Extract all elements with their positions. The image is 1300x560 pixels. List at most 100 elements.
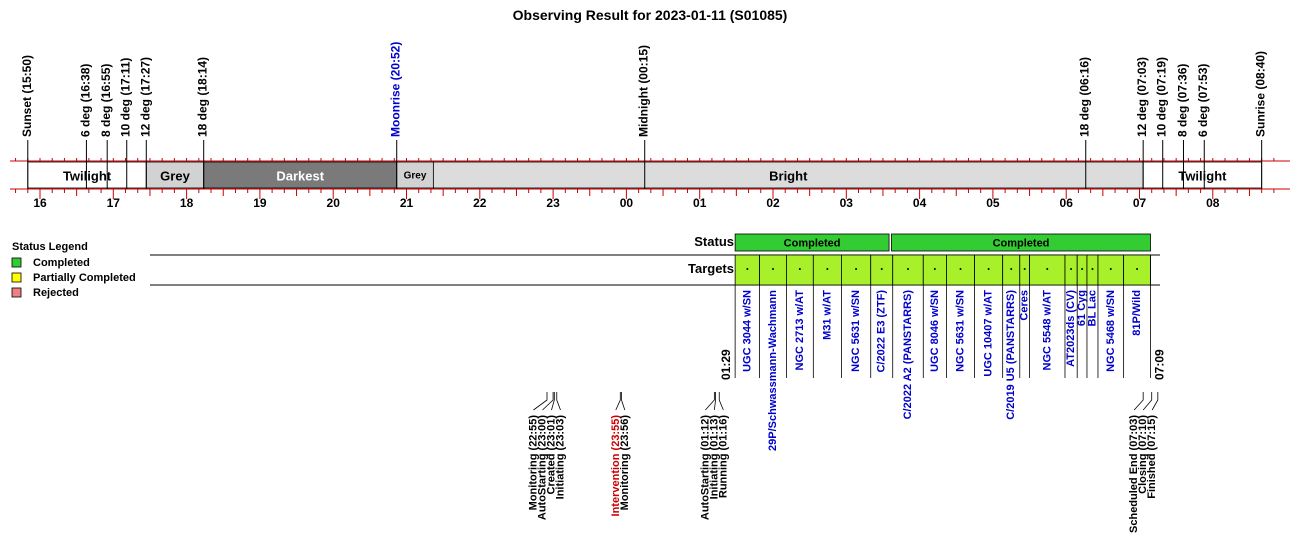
hour-tick-label: 23	[546, 196, 560, 210]
hour-tick-label: 21	[400, 196, 414, 210]
sky-segment	[145, 161, 205, 189]
hour-tick-label: 05	[986, 196, 1000, 210]
hour-tick-label: 03	[840, 196, 854, 210]
hour-tick-label: 04	[913, 196, 927, 210]
target-name: NGC 5631 w/SN	[850, 290, 862, 372]
target-marker	[855, 268, 858, 270]
sky-segment-label: Darkest	[276, 169, 324, 184]
target-marker	[906, 268, 909, 270]
target-name: BL Lac	[1086, 290, 1098, 326]
target-marker	[746, 268, 749, 270]
legend-item-label: Rejected	[33, 287, 79, 299]
target-marker	[1023, 268, 1026, 270]
target-block	[974, 254, 1004, 286]
target-name: 29P/Schwassmann-Wachmann	[767, 290, 779, 451]
event-label: 18 deg (18:14)	[196, 57, 210, 137]
target-name: NGC 5548 w/AT	[1041, 290, 1053, 371]
target-name: UGC 10407 w/AT	[983, 290, 995, 377]
log-event-label: Created (23:01)	[545, 415, 557, 495]
log-event-label: AutoStarting (23:00)	[536, 415, 548, 520]
target-name: M31 w/AT	[821, 290, 833, 340]
log-leader-line	[1133, 392, 1144, 411]
log-leader-line	[1151, 392, 1159, 411]
log-event-label: Initiating (23:03)	[554, 415, 566, 500]
log-leader-line	[705, 392, 715, 411]
hour-tick-label: 02	[766, 196, 780, 210]
target-name: NGC 2713 w/AT	[794, 290, 806, 371]
log-leader-line	[615, 392, 621, 411]
target-marker	[798, 268, 801, 270]
legend-swatch	[11, 272, 22, 283]
sky-segment-label: Grey	[404, 171, 427, 182]
hour-tick-label: 00	[620, 196, 634, 210]
hour-tick-label: 19	[253, 196, 267, 210]
target-name: C/2022 A2 (PANSTARRS)	[902, 290, 914, 420]
sky-segment-label: Twilight	[1178, 169, 1227, 184]
hour-tick-label: 06	[1060, 196, 1074, 210]
event-label: 18 deg (06:16)	[1078, 57, 1092, 137]
log-event-label: Scheduled End (07:03)	[1128, 415, 1140, 533]
status-segment	[734, 233, 890, 252]
target-marker	[987, 268, 990, 270]
target-block	[734, 254, 760, 286]
status-row-label: Status	[694, 234, 734, 249]
status-segment-label: Completed	[993, 238, 1050, 250]
event-label: 10 deg (07:19)	[1155, 57, 1169, 137]
log-event-label: Intervention (23:55)	[610, 415, 622, 517]
targets-row-label: Targets	[688, 261, 734, 276]
start-time-label: 01:29	[719, 349, 733, 380]
target-name: NGC 5468 w/SN	[1105, 290, 1117, 372]
log-leader-line	[542, 392, 554, 411]
status-segment	[891, 233, 1151, 252]
target-name: AT2023ds (CV)	[1065, 290, 1077, 367]
log-events: Monitoring (22:55)AutoStarting (23:00)Cr…	[527, 392, 1159, 533]
target-name: C/2019 U5 (PANSTARRS)	[1005, 290, 1017, 420]
target-marker	[880, 268, 883, 270]
target-marker	[1136, 268, 1139, 270]
log-leader-line	[551, 392, 555, 411]
log-leader-line	[621, 392, 626, 411]
log-leader-line	[713, 392, 716, 411]
target-marker	[959, 268, 962, 270]
hour-tick-label: 01	[693, 196, 707, 210]
event-label: Midnight (00:15)	[637, 45, 651, 137]
log-event-label: Running (01:16)	[717, 415, 729, 498]
end-time-label: 07:09	[1152, 349, 1166, 380]
legend-title: Status Legend	[12, 241, 88, 253]
target-marker	[1091, 268, 1094, 270]
event-label: 8 deg (16:55)	[99, 64, 113, 137]
log-event-label: Initiating (01:13)	[708, 415, 720, 500]
legend-item-label: Partially Completed	[33, 272, 136, 284]
legend-swatch	[11, 257, 22, 268]
log-event-label: Closing (07:10)	[1137, 415, 1149, 494]
hour-tick-label: 16	[33, 196, 47, 210]
sky-segment	[432, 161, 1144, 189]
target-name: Ceres	[1019, 290, 1031, 321]
hour-tick-label: 18	[180, 196, 194, 210]
log-event-label: Monitoring (23:56)	[619, 415, 631, 511]
target-marker	[1070, 268, 1073, 270]
sky-segment-label: Twilight	[63, 169, 112, 184]
target-name: UGC 3044 w/SN	[741, 290, 753, 372]
log-leader-line	[533, 392, 548, 411]
event-label: 8 deg (07:36)	[1175, 64, 1189, 137]
log-leader-line	[718, 392, 724, 411]
chart-title: Observing Result for 2023-01-11 (S01085)	[513, 7, 788, 23]
legend-item-label: Completed	[33, 257, 90, 269]
target-name: UGC 8046 w/SN	[929, 290, 941, 372]
event-label: Sunset (15:50)	[20, 55, 34, 137]
sky-segment-label: Bright	[769, 169, 808, 184]
event-label: 12 deg (07:03)	[1135, 57, 1149, 137]
target-marker	[1109, 268, 1112, 270]
hour-tick-label: 20	[327, 196, 341, 210]
event-label: Moonrise (20:52)	[389, 42, 403, 137]
target-name: NGC 5631 w/SN	[955, 290, 967, 372]
legend-swatch	[11, 287, 22, 298]
target-marker	[826, 268, 829, 270]
log-event-label: AutoStarting (01:12)	[699, 415, 711, 520]
target-marker	[1046, 268, 1049, 270]
